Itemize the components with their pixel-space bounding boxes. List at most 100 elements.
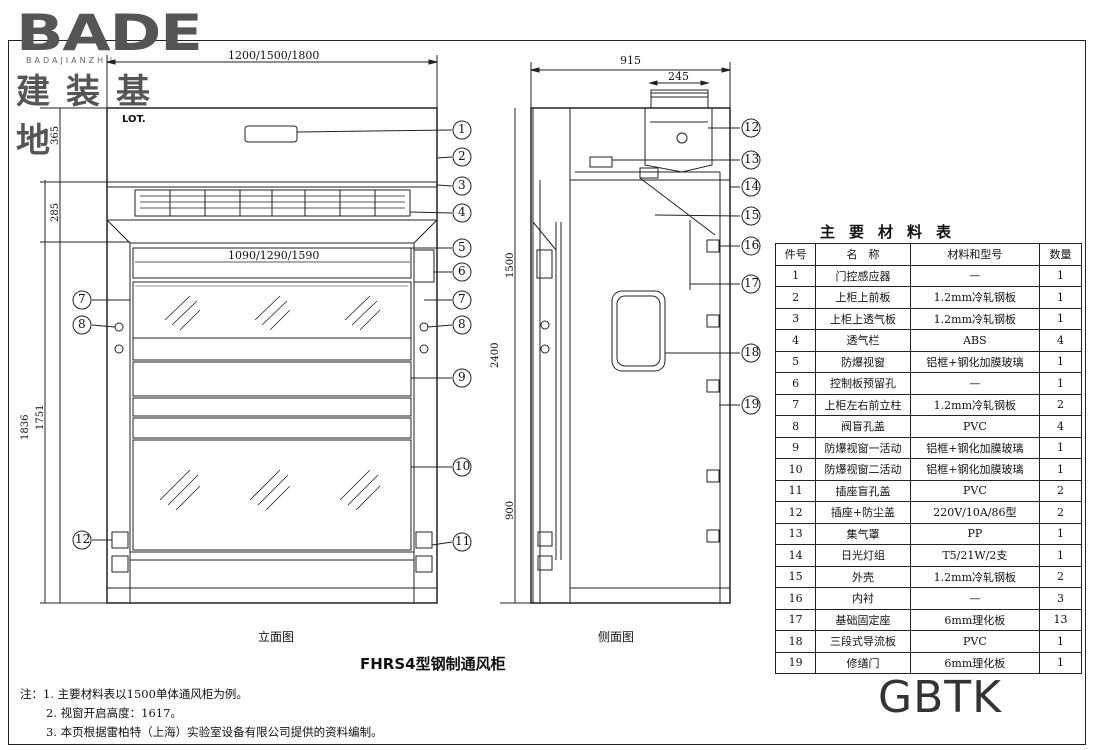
cell-item-no: 10 — [774, 458, 817, 481]
cell-material: PP — [909, 522, 1041, 545]
cell-item-no: 3 — [774, 307, 817, 330]
header-item-no: 件号 — [774, 243, 817, 266]
cell-item-no: 17 — [774, 608, 817, 631]
cell-quantity: 13 — [1039, 608, 1082, 631]
note-1: 注：1. 主要材料表以1500单体通风柜为例。 — [20, 687, 248, 701]
callout-1: 1 — [458, 122, 466, 136]
cell-name: 外壳 — [815, 565, 911, 588]
cell-item-no: 4 — [774, 329, 817, 352]
note-2: 2. 视窗开启高度：1617。 — [46, 706, 182, 720]
callout-3: 3 — [458, 178, 466, 192]
dim-285: 285 — [50, 202, 61, 222]
cell-name: 修缮门 — [815, 651, 911, 674]
dim-900: 900 — [505, 500, 516, 520]
cell-name: 上柜上前板 — [815, 286, 911, 309]
watermark: GBTK — [878, 672, 1003, 723]
cell-name: 集气罩 — [815, 522, 911, 545]
cell-quantity: 1 — [1039, 264, 1082, 287]
cell-name: 透气栏 — [815, 329, 911, 352]
cell-quantity: 1 — [1039, 436, 1082, 459]
callout-10: 10 — [455, 459, 471, 473]
callout-15: 15 — [744, 208, 760, 222]
cell-name: 内衬 — [815, 587, 911, 610]
cell-name: 三段式导流板 — [815, 630, 911, 653]
cell-name: 基础固定座 — [815, 608, 911, 631]
cell-item-no: 15 — [774, 565, 817, 588]
callout-7-left: 7 — [78, 292, 86, 306]
callout-7-right: 7 — [458, 292, 466, 306]
cell-item-no: 7 — [774, 393, 817, 416]
callout-8-right: 8 — [458, 317, 466, 331]
note-3: 3. 本页根据雷柏特（上海）实验室设备有限公司提供的资料编制。 — [46, 725, 383, 739]
cell-quantity: 3 — [1039, 587, 1082, 610]
logo-tagline: BADAJIANZHU — [26, 56, 115, 65]
front-inner-width-dim: 1090/1290/1590 — [228, 249, 320, 262]
cell-item-no: 9 — [774, 436, 817, 459]
cell-name: 插座+防尘盖 — [815, 501, 911, 524]
dim-1751: 1751 — [35, 404, 46, 430]
cell-quantity: 1 — [1039, 350, 1082, 373]
cell-material: PVC — [909, 415, 1041, 438]
cell-item-no: 12 — [774, 501, 817, 524]
cell-material: 1.2mm冷轧钢板 — [909, 393, 1041, 416]
front-width-dim: 1200/1500/1800 — [228, 49, 320, 62]
cell-name: 上柜上透气板 — [815, 307, 911, 330]
cell-quantity: 2 — [1039, 393, 1082, 416]
header-quantity: 数量 — [1039, 243, 1082, 266]
cell-quantity: 1 — [1039, 522, 1082, 545]
callout-16: 16 — [744, 238, 760, 252]
cell-material: — — [909, 372, 1041, 395]
drawing-title: FHRS4型钢制通风柜 — [360, 655, 506, 673]
cell-name: 日光灯组 — [815, 544, 911, 567]
cell-name: 控制板预留孔 — [815, 372, 911, 395]
cell-material: — — [909, 264, 1041, 287]
cell-name: 阀盲孔盖 — [815, 415, 911, 438]
cell-item-no: 5 — [774, 350, 817, 373]
cell-item-no: 18 — [774, 630, 817, 653]
logo: BADE BADAJIANZHU 建装基地 — [8, 4, 213, 161]
cell-item-no: 13 — [774, 522, 817, 545]
cell-material: T5/21W/2支 — [909, 544, 1041, 567]
materials-table-title: 主要材料表 — [820, 223, 966, 241]
cell-material: 1.2mm冷轧钢板 — [909, 307, 1041, 330]
cell-material: 220V/10A/86型 — [909, 501, 1041, 524]
cell-material: 铝框+钢化加膜玻璃 — [909, 436, 1041, 459]
cell-name: 门控感应器 — [815, 264, 911, 287]
header-name: 名 称 — [815, 243, 911, 266]
cell-item-no: 11 — [774, 479, 817, 502]
front-view-caption: 立面图 — [258, 630, 295, 644]
cell-material: PVC — [909, 479, 1041, 502]
dim-1500: 1500 — [505, 252, 516, 278]
side-duct-dim: 245 — [668, 70, 689, 83]
notes: 注：1. 主要材料表以1500单体通风柜为例。 2. 视窗开启高度：1617。 … — [20, 685, 383, 742]
callout-9: 9 — [458, 370, 466, 384]
side-depth-dim: 915 — [620, 54, 641, 67]
callout-18: 18 — [744, 345, 760, 359]
cell-quantity: 1 — [1039, 372, 1082, 395]
cell-name: 上柜左右前立柱 — [815, 393, 911, 416]
cell-item-no: 16 — [774, 587, 817, 610]
cell-item-no: 1 — [774, 264, 817, 287]
brand-mark: LOT. — [122, 114, 146, 125]
side-view-caption: 侧面图 — [598, 630, 635, 644]
dim-365: 365 — [50, 125, 61, 145]
cell-name: 防爆视窗 — [815, 350, 911, 373]
cell-quantity: 2 — [1039, 479, 1082, 502]
cell-item-no: 2 — [774, 286, 817, 309]
drawing-frame — [8, 40, 1086, 745]
front-view-drawing — [40, 55, 453, 604]
cell-quantity: 4 — [1039, 329, 1082, 352]
